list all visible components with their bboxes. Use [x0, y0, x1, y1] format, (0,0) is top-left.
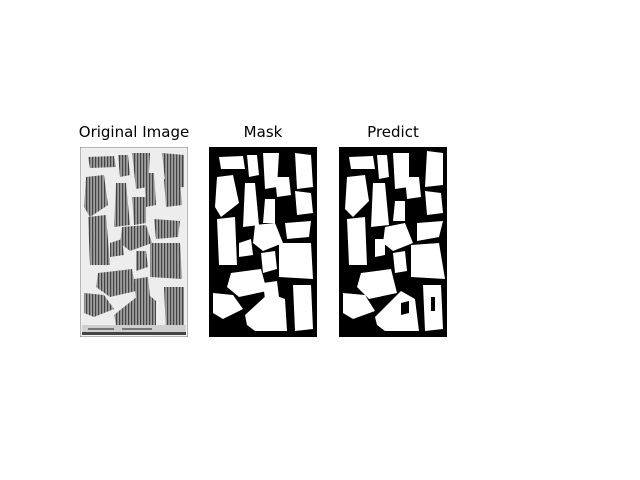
- predict-panel: [339, 147, 447, 337]
- mask-title: Mask: [243, 123, 283, 141]
- mask-image: [209, 147, 317, 337]
- original-image-panel: [80, 147, 188, 337]
- original-image-title: Original Image: [78, 123, 190, 141]
- mask-panel: [209, 147, 317, 337]
- predict-image: [339, 147, 447, 337]
- original-image: [80, 147, 188, 337]
- predict-title: Predict: [367, 123, 419, 141]
